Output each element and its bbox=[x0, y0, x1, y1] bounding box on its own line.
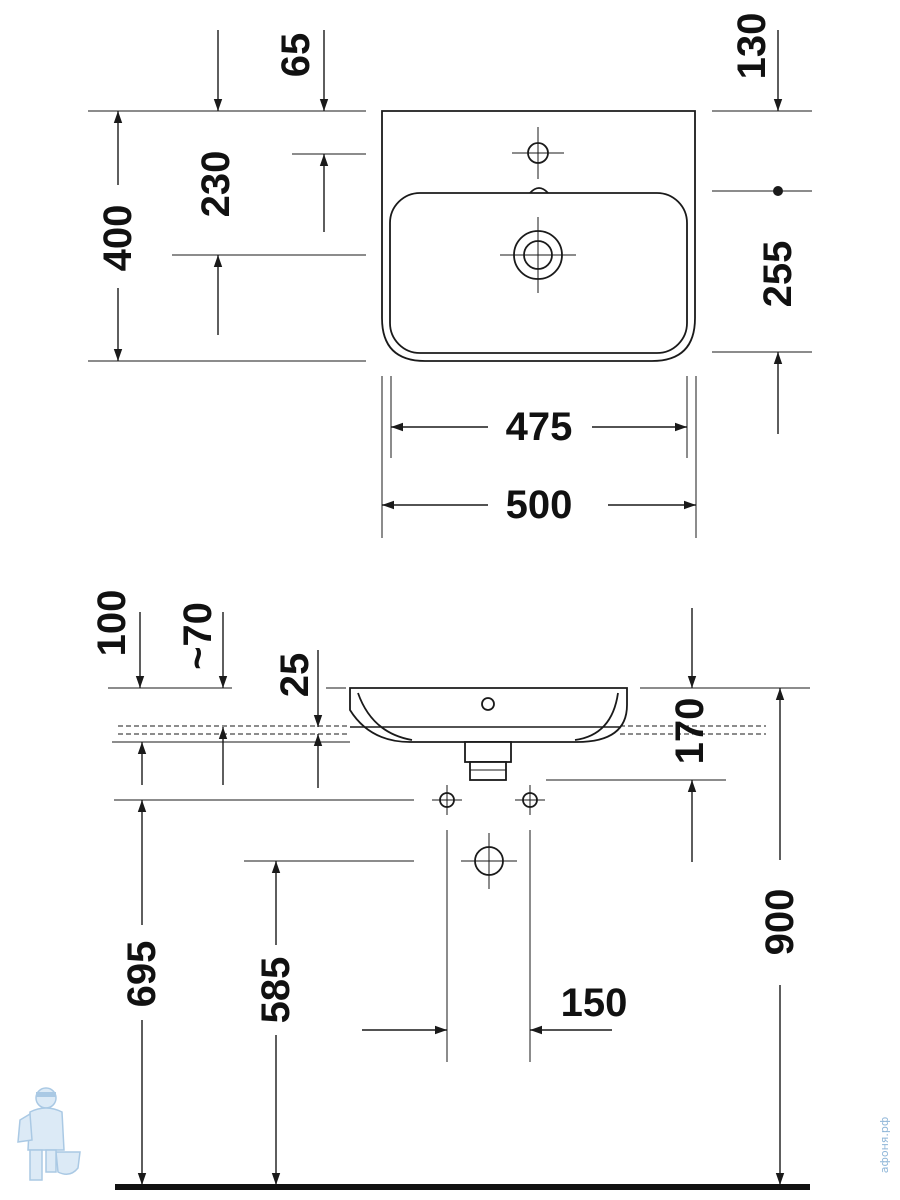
dim-70-label: ~70 bbox=[176, 602, 220, 670]
dim-100-label: 100 bbox=[90, 590, 134, 657]
dim-25-label: 25 bbox=[273, 653, 317, 698]
dim-900-label: 900 bbox=[758, 889, 802, 956]
supply-connection-left-icon bbox=[432, 785, 462, 815]
dim-130-label: 130 bbox=[730, 13, 774, 80]
overflow-hole bbox=[529, 187, 549, 194]
dim-65-label: 65 bbox=[274, 33, 318, 78]
waste-connection-icon bbox=[461, 833, 517, 889]
dim-150-label: 150 bbox=[561, 981, 628, 1025]
dim-230-label: 230 bbox=[194, 151, 238, 218]
basin-side-inner-curve-right bbox=[574, 692, 619, 741]
drain-icon bbox=[500, 217, 576, 293]
drain-tail-icon bbox=[464, 741, 512, 781]
dim-400-label: 400 bbox=[96, 205, 140, 272]
side-view: 100 ~70 25 170 695 585 150 900 bbox=[90, 590, 810, 1190]
basin-side-inner-curve-left bbox=[357, 692, 413, 741]
dim-255-label: 255 bbox=[756, 241, 800, 308]
basin-bowl-outline bbox=[389, 192, 688, 354]
overflow-hole-side bbox=[481, 697, 495, 711]
watermark-text: афоня.рф bbox=[878, 1117, 891, 1174]
dim-475-label: 475 bbox=[506, 405, 573, 449]
tap-hole-icon bbox=[512, 127, 564, 179]
top-view: 400 65 230 130 255 475 500 bbox=[88, 13, 812, 538]
dim-585-label: 585 bbox=[254, 957, 298, 1024]
dim-695-label: 695 bbox=[120, 941, 164, 1008]
basin-outer-outline bbox=[381, 110, 696, 362]
dim-500-label: 500 bbox=[506, 483, 573, 527]
dim-130-dot bbox=[773, 186, 783, 196]
supply-connection-right-icon bbox=[515, 785, 545, 815]
plumber-mascot-icon bbox=[17, 1087, 81, 1181]
basin-side-profile bbox=[349, 687, 628, 743]
dim-170-label: 170 bbox=[668, 698, 712, 765]
